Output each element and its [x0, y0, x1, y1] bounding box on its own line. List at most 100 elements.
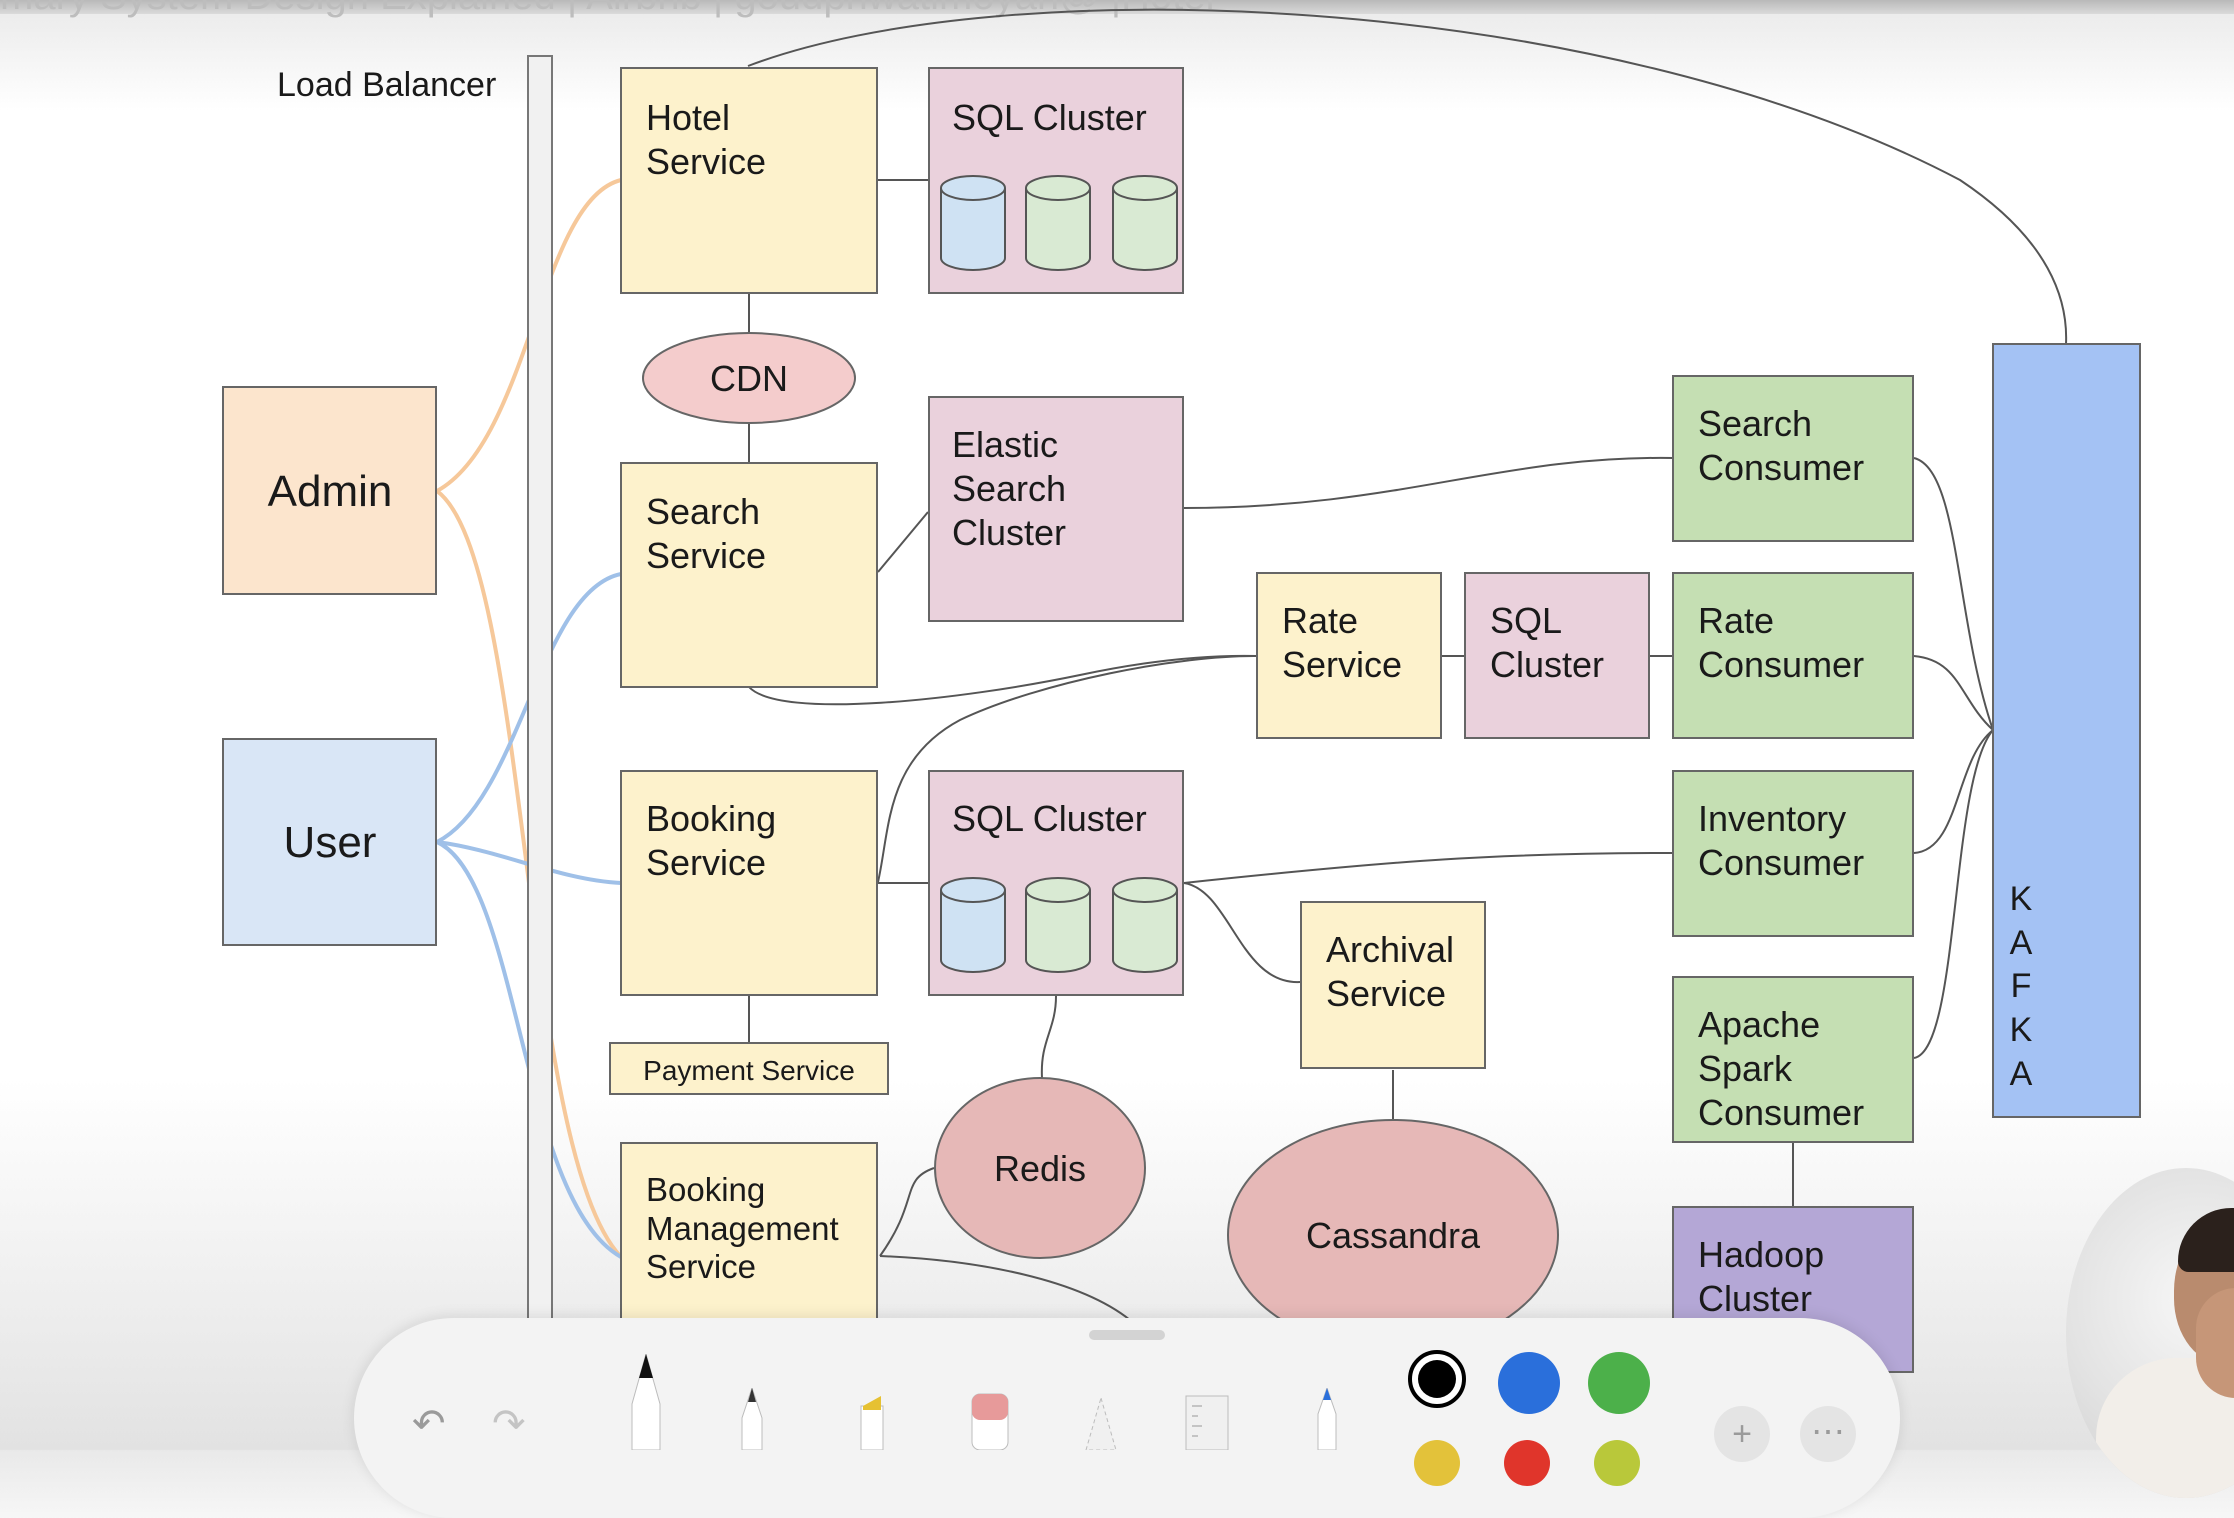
- connector-lines: [747, 8, 2068, 1321]
- undo-icon[interactable]: ↶: [412, 1402, 446, 1446]
- sql-cluster-rate-label-1: SQL: [1490, 600, 1562, 641]
- cdn-node: [642, 332, 856, 424]
- bms-label-3: Service: [646, 1248, 756, 1285]
- kafka-letter-2: A: [2010, 924, 2033, 962]
- elastic-label-2: Search: [952, 468, 1066, 509]
- presenter-hair: [2178, 1208, 2234, 1272]
- search-to-elastic-line: [877, 511, 929, 573]
- search-consumer-label-2: Consumer: [1698, 447, 1864, 488]
- elastic-to-search-consumer-line: [1183, 456, 1675, 509]
- booking-service-label-2: Service: [646, 842, 766, 883]
- lasso-tool[interactable]: [1084, 1398, 1118, 1450]
- payment-service-node: [609, 1042, 889, 1095]
- plus-icon: +: [1732, 1415, 1752, 1453]
- redo-icon[interactable]: ↷: [492, 1402, 526, 1446]
- kafka-letter-4: K: [2010, 1011, 2033, 1049]
- sql-cluster-booking-label: SQL Cluster: [952, 798, 1147, 839]
- color-swatch-red[interactable]: [1504, 1440, 1550, 1486]
- admin-to-bms-edge: [435, 489, 623, 1259]
- sql-cluster-hotel-disks: [940, 175, 1178, 271]
- color-swatch-black-selected[interactable]: [1408, 1350, 1466, 1408]
- search-consumer-to-kafka-line: [1913, 457, 1994, 731]
- rate-consumer-to-kafka-line: [1913, 655, 1994, 731]
- pen-tool[interactable]: [626, 1354, 666, 1450]
- sql-to-archival-line: [1183, 882, 1301, 984]
- elastic-label-1: Elastic: [952, 424, 1058, 465]
- color-swatch-lime[interactable]: [1594, 1440, 1640, 1486]
- kafka-letter-1: K: [2010, 880, 2033, 918]
- hadoop-label-1: Hadoop: [1698, 1234, 1824, 1275]
- more-icon: ⋯: [1811, 1413, 1845, 1451]
- more-options-button[interactable]: ⋯: [1800, 1406, 1856, 1462]
- inventory-consumer-node: [1672, 770, 1914, 937]
- spark-consumer-label-2: Spark: [1698, 1048, 1793, 1089]
- rate-consumer-label-1: Rate: [1698, 600, 1774, 641]
- sql-cluster-hotel-label: SQL Cluster: [952, 97, 1147, 138]
- elastic-label-3: Cluster: [952, 512, 1066, 553]
- color-swatch-blue[interactable]: [1498, 1352, 1560, 1414]
- search-service-node: [620, 462, 878, 688]
- bms-label-1: Booking: [646, 1171, 765, 1208]
- search-consumer-node: [1672, 375, 1914, 542]
- color-swatch-green[interactable]: [1588, 1352, 1650, 1414]
- booking-management-service-node: [620, 1142, 878, 1344]
- hadoop-label-2: Cluster: [1698, 1278, 1812, 1319]
- user-to-bms-edge: [436, 840, 622, 1259]
- hotel-service-label-2: Service: [646, 141, 766, 182]
- video-title-text: mary System Design Explained | Airbnb | …: [0, 0, 1215, 19]
- archival-service-node: [1300, 901, 1486, 1069]
- spark-consumer-label-3: Consumer: [1698, 1092, 1864, 1133]
- kafka-letter-5: A: [2010, 1055, 2033, 1093]
- rate-consumer-node: [1672, 572, 1914, 739]
- rate-service-label-1: Rate: [1282, 600, 1358, 641]
- bms-to-redis-line: [879, 1167, 935, 1257]
- presenter-hand: [2196, 1288, 2234, 1398]
- hotel-service-label-1: Hotel: [646, 97, 730, 138]
- elastic-search-cluster-node: [928, 396, 1184, 622]
- rate-service-node: [1256, 572, 1442, 739]
- architecture-diagram: Load Balancer Admin User Hotel Service S…: [222, 8, 2141, 1450]
- hotel-to-kafka-line: [747, 8, 2068, 345]
- bms-to-cassandra-line: [879, 1255, 1131, 1321]
- kafka-letter-3: F: [2011, 967, 2032, 1005]
- inventory-consumer-label-1: Inventory: [1698, 798, 1846, 839]
- search-to-rate-line: [748, 654, 1259, 706]
- highlighter-tool[interactable]: [857, 1392, 887, 1450]
- cassandra-label: Cassandra: [1306, 1215, 1481, 1256]
- eraser-tool[interactable]: [968, 1392, 1012, 1450]
- sql-cluster-booking-disks: [940, 877, 1178, 973]
- video-title-bar: mary System Design Explained | Airbnb | …: [0, 0, 2234, 18]
- load-balancer-label: Load Balancer: [277, 66, 496, 104]
- search-service-label-1: Search: [646, 491, 760, 532]
- sql-to-inventory-consumer-line: [1183, 852, 1675, 884]
- archival-label-2: Service: [1326, 973, 1446, 1014]
- toolbar-drag-handle[interactable]: [1089, 1330, 1165, 1340]
- booking-to-rate-line: [877, 654, 1259, 883]
- bms-label-2: Management: [646, 1210, 839, 1247]
- kafka-node: [1992, 343, 2141, 1118]
- fine-pen-tool[interactable]: [738, 1388, 766, 1450]
- drawing-toolbar: ↶ ↷ + ⋯: [354, 1318, 1900, 1518]
- search-consumer-label-1: Search: [1698, 403, 1812, 444]
- inventory-consumer-to-kafka-line: [1913, 729, 1994, 854]
- search-service-label-2: Service: [646, 535, 766, 576]
- ruler-tool[interactable]: [1184, 1394, 1230, 1450]
- load-balancer-bar: [527, 55, 553, 1450]
- hotel-service-node: [620, 67, 878, 294]
- redis-node: [934, 1077, 1146, 1259]
- apache-spark-consumer-node: [1672, 976, 1914, 1143]
- archival-label-1: Archival: [1326, 929, 1454, 970]
- spark-consumer-label-1: Apache: [1698, 1004, 1820, 1045]
- sql-cluster-rate-node: [1464, 572, 1650, 739]
- inventory-consumer-label-2: Consumer: [1698, 842, 1864, 883]
- booking-service-node: [620, 770, 878, 996]
- rate-consumer-label-2: Consumer: [1698, 644, 1864, 685]
- sql-to-redis-line: [1040, 995, 1057, 1079]
- add-color-button[interactable]: +: [1714, 1406, 1770, 1462]
- pencil-tool[interactable]: [1314, 1388, 1340, 1450]
- spark-consumer-to-kafka-line: [1913, 729, 1994, 1059]
- user-label: User: [284, 818, 377, 867]
- payment-service-label: Payment Service: [643, 1055, 855, 1086]
- redis-label: Redis: [994, 1148, 1086, 1189]
- color-swatch-yellow[interactable]: [1414, 1440, 1460, 1486]
